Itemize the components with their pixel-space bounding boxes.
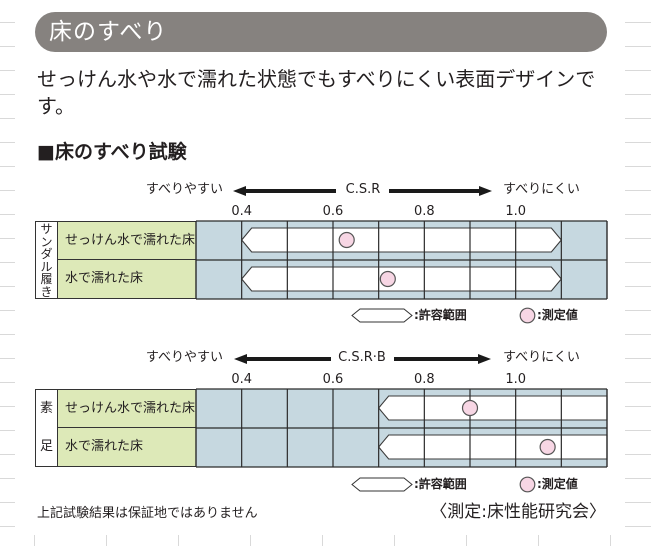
legend-range-label: :許容範囲 — [414, 477, 467, 491]
group-label-char: 履 — [40, 272, 53, 286]
group-label-char: 素 — [39, 400, 53, 416]
chart-right-label: すべりにくい — [503, 350, 580, 365]
measured-value-dot — [338, 231, 355, 249]
chart-plot-area — [195, 220, 608, 300]
allowable-range-band — [240, 266, 563, 292]
group-label: 素足 — [35, 389, 57, 467]
group-label-char: ダ — [40, 247, 53, 261]
group-label-char: サ — [40, 222, 53, 236]
chart-title: C.S.R·B — [338, 350, 386, 365]
measured-value-dot — [461, 399, 479, 417]
allowable-range-band — [377, 434, 608, 460]
left-arrow-icon — [234, 354, 331, 364]
group-label-char: ル — [40, 259, 53, 274]
x-tick-label: 0.4 — [231, 204, 252, 219]
chart-plot-area — [195, 388, 608, 468]
background-guide-ticks-bottom — [34, 535, 634, 546]
x-tick-label: 0.6 — [322, 372, 344, 387]
header-banner: 床のすべり — [35, 12, 607, 52]
legend-range-label: :許容範囲 — [414, 308, 467, 322]
left-arrow-icon — [233, 186, 336, 196]
x-tick-label: 1.0 — [505, 204, 526, 219]
x-tick-label: 0.8 — [413, 204, 435, 219]
allowable-range-band — [240, 227, 563, 253]
right-arrow-icon — [389, 186, 492, 196]
legend-value-label: :測定値 — [537, 308, 578, 322]
measured-value-dot — [379, 270, 396, 288]
legend-range-icon — [351, 477, 413, 492]
chart-title: C.S.R — [345, 182, 381, 197]
x-tick-label: 0.8 — [413, 372, 435, 387]
background-guide-lines-right — [625, 0, 651, 540]
row-label: せっけん水で濡れた床 — [57, 221, 196, 260]
legend-dot-icon — [519, 476, 536, 493]
disclaimer-note: 上記試験結果は保証地ではありません — [37, 506, 258, 521]
chart-right-label: すべりにくい — [503, 182, 580, 197]
group-label-char: き — [40, 284, 53, 299]
allowable-range-band — [377, 395, 608, 421]
x-tick-label: 1.0 — [505, 372, 526, 387]
description-text: せっけん水や水で濡れた状態でもすべりにくい表面デザインです。 — [37, 67, 596, 118]
measured-value-dot — [539, 438, 556, 456]
chart-left-label: すべりやすい — [145, 350, 223, 365]
right-arrow-icon — [394, 354, 491, 364]
row-label: 水で濡れた床 — [57, 260, 196, 299]
chart-left-label: すべりやすい — [145, 182, 223, 197]
header-title: 床のすべり — [49, 19, 168, 45]
background-guide-lines-left — [0, 0, 15, 540]
section-title: ■床のすべり試験 — [37, 141, 187, 163]
group-label-char: ン — [40, 234, 53, 249]
measurement-source: 〈測定:床性能研究会〉 — [430, 502, 606, 522]
group-label: サンダル履き — [35, 221, 57, 299]
x-tick-label: 0.4 — [231, 372, 252, 387]
x-tick-label: 0.6 — [322, 204, 344, 219]
legend-range-icon — [351, 308, 413, 323]
legend-value-label: :測定値 — [537, 477, 578, 491]
legend-dot-icon — [519, 307, 536, 324]
group-label-char: 足 — [39, 438, 53, 454]
row-label: せっけん水で濡れた床 — [57, 389, 196, 428]
row-label: 水で濡れた床 — [57, 428, 196, 467]
